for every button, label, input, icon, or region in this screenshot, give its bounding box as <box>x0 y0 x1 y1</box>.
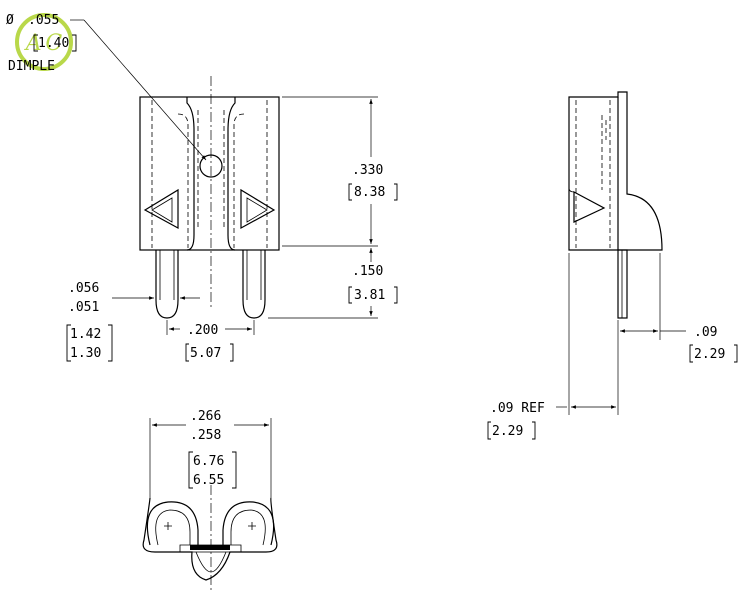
logo-watermark: A C <box>15 13 73 71</box>
right-hook <box>222 501 275 546</box>
width-max-in-label: .266 <box>190 409 221 424</box>
bottom-outline <box>142 497 278 581</box>
height-mm-label: 8.38 <box>354 185 385 200</box>
left-pin <box>155 250 179 319</box>
right-pin <box>242 250 266 319</box>
pin-dia-min-mm-label: 1.30 <box>70 346 101 361</box>
height-in-label: .330 <box>352 163 383 178</box>
pitch-in-label: .200 <box>187 323 218 338</box>
pin-length-in-label: .150 <box>352 264 383 279</box>
right-latch <box>240 188 276 230</box>
left-latch <box>143 188 179 230</box>
left-pin-center-mark <box>164 522 172 530</box>
ref-width-mm-label: 2.29 <box>492 424 523 439</box>
pin-dia-max-in-label: .056 <box>68 281 99 296</box>
side-latch <box>573 191 606 223</box>
dimple-dia-mm-label: 1.40 <box>38 36 69 51</box>
side-dimensions: .09 2.29 .09 REF 2.29 <box>487 253 738 440</box>
dimple-dia-in-label: .055 <box>28 13 59 28</box>
side-view <box>568 91 663 319</box>
front-body-outline <box>139 96 280 251</box>
diameter-symbol: Ø <box>6 13 14 28</box>
width-min-in-label: .258 <box>190 428 221 443</box>
dimple-leader <box>83 19 207 161</box>
pin-dia-max-mm-label: 1.42 <box>70 327 101 342</box>
bottom-view <box>142 485 278 590</box>
dimple-note-label: DIMPLE <box>8 59 55 74</box>
side-width-in-label: .09 <box>694 325 717 340</box>
width-min-mm-label: 6.55 <box>193 473 224 488</box>
pin-length-mm-label: 3.81 <box>354 288 385 303</box>
front-view <box>139 76 280 319</box>
side-pin <box>617 249 628 319</box>
right-pin-center-mark <box>248 522 256 530</box>
side-body-outline <box>568 91 663 251</box>
pin-dia-min-in-label: .051 <box>68 300 99 315</box>
pitch-mm-label: 5.07 <box>190 346 221 361</box>
width-max-mm-label: 6.76 <box>193 454 224 469</box>
bottom-dimensions: .266 .258 6.76 6.55 <box>149 409 272 498</box>
logo-text: A C <box>24 31 63 56</box>
left-hook <box>146 501 199 546</box>
ref-width-in-label: .09 REF <box>490 401 545 416</box>
front-dimensions: .330 8.38 .150 3.81 .056 .051 1.42 1.30 … <box>6 13 398 362</box>
side-width-mm-label: 2.29 <box>694 347 725 362</box>
front-center-slot <box>186 97 236 251</box>
